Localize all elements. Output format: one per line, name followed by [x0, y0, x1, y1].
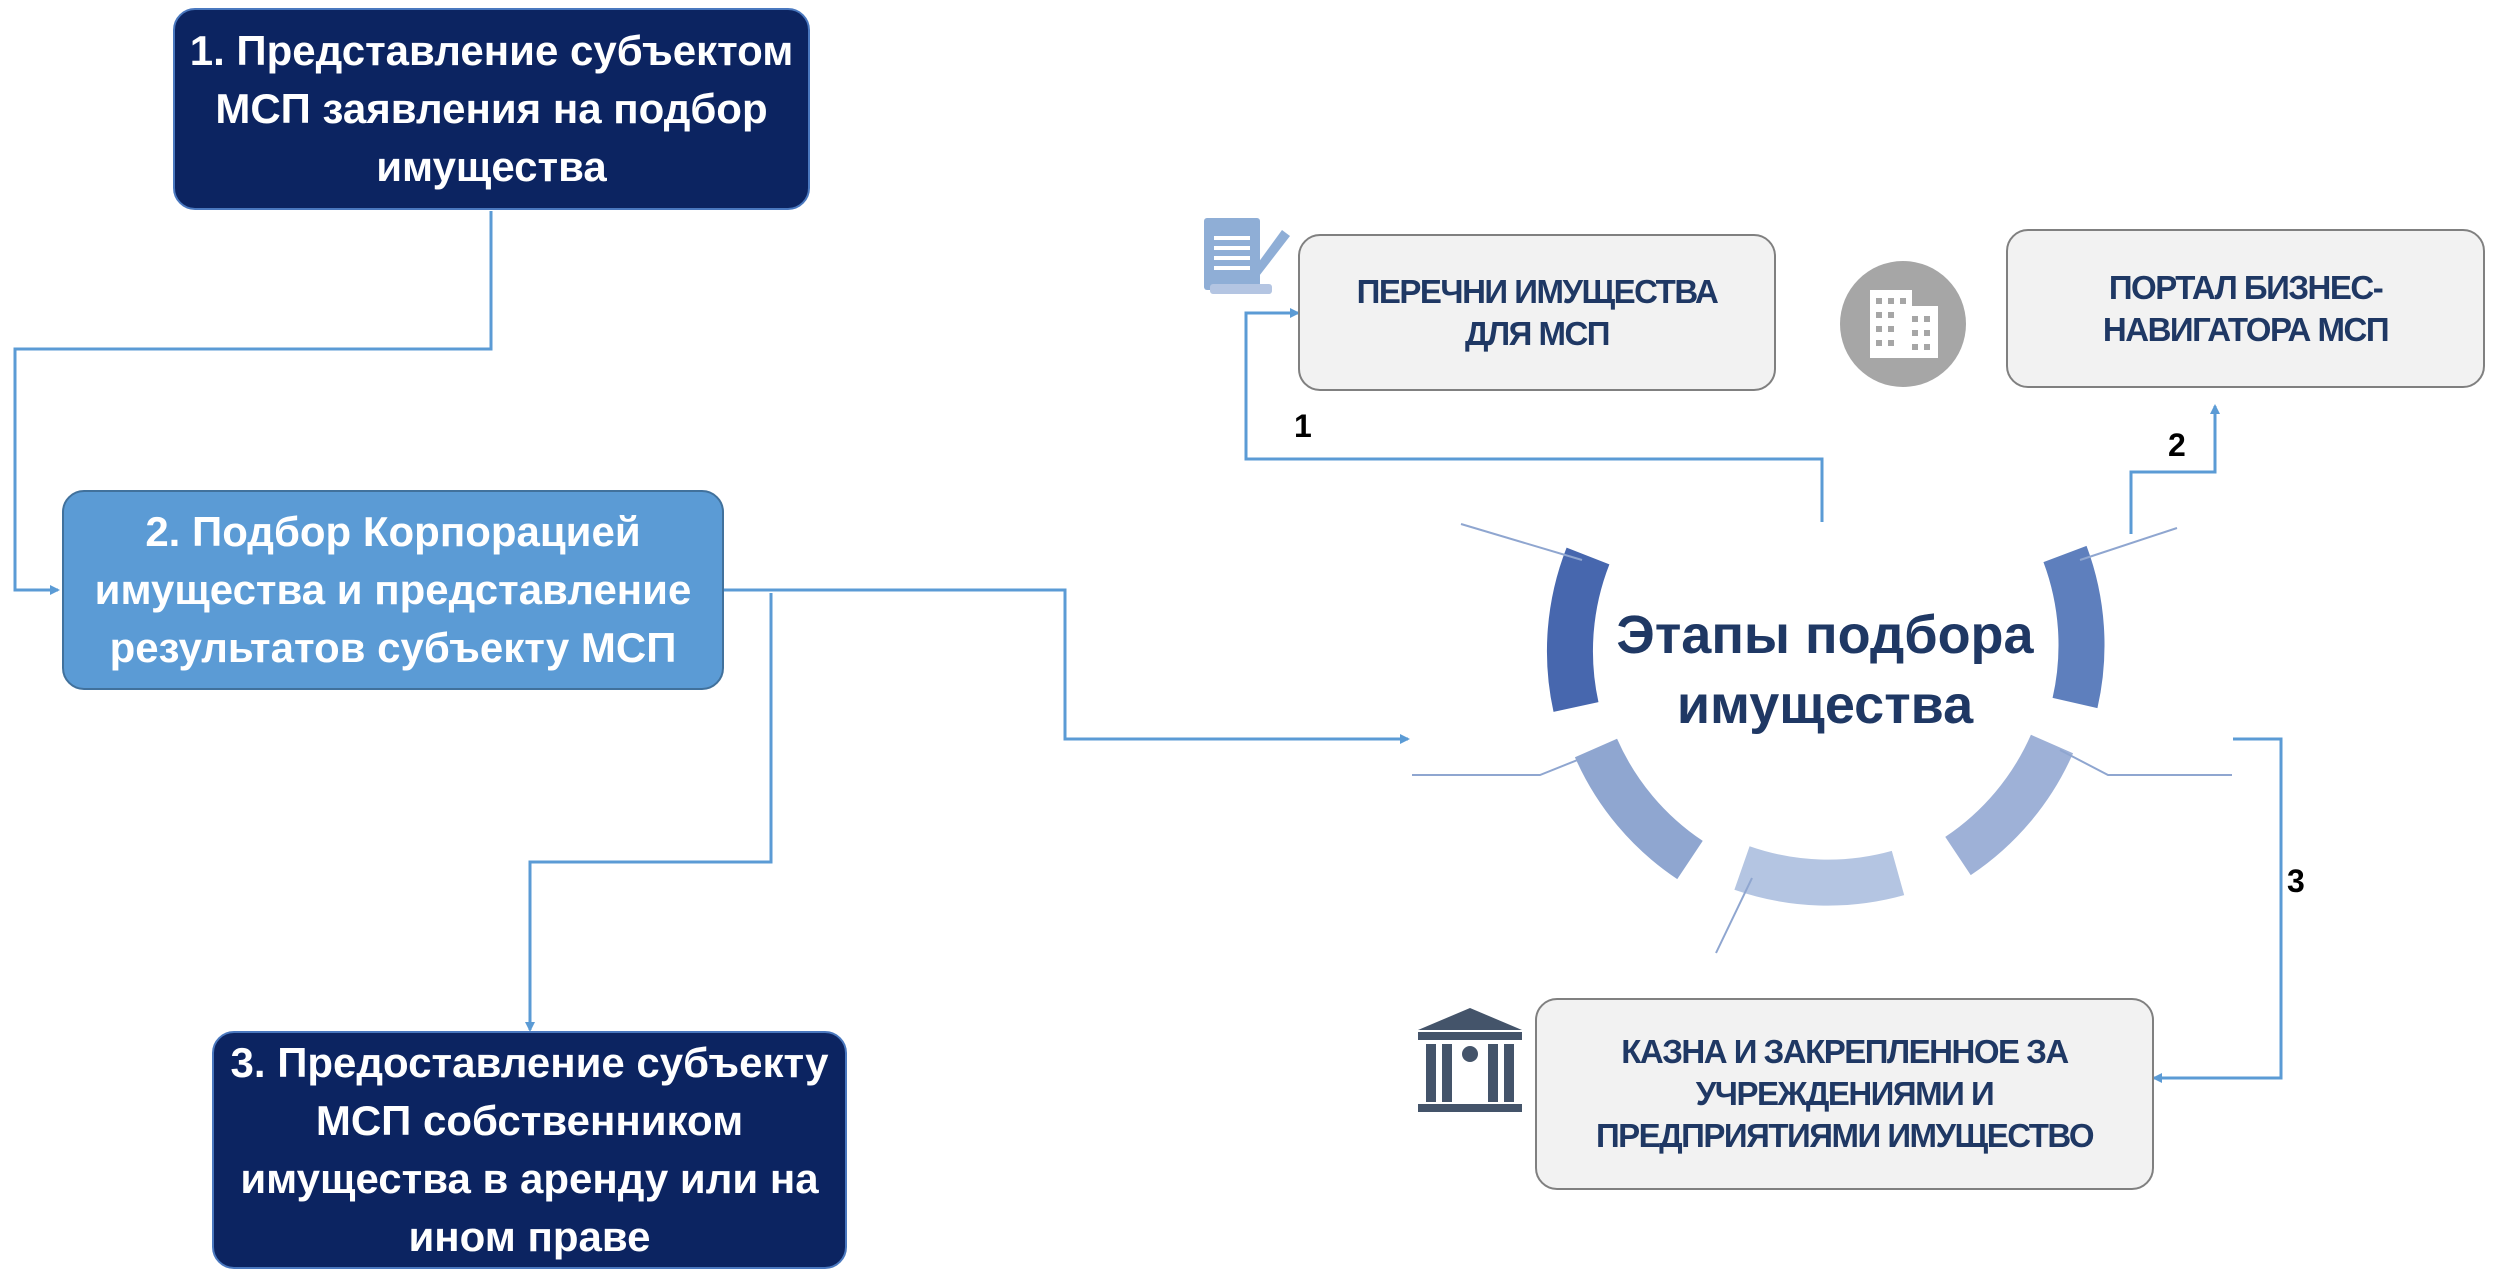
step-3-box: 3. Предоставление субъекту МСП собственн… — [212, 1031, 847, 1269]
center-ring — [1546, 545, 2105, 906]
connector-number-3: 3 — [2287, 863, 2305, 899]
document-pen-icon — [1204, 218, 1290, 294]
source-1-label: ПЕРЕЧНИ ИМУЩЕСТВА ДЛЯ МСП — [1356, 272, 1719, 352]
connector-number-1: 1 — [1294, 408, 1312, 444]
ring-segment-upper-right — [2043, 545, 2105, 709]
source-2-label: ПОРТАЛ БИЗНЕС- НАВИГАТОРА МСП — [2102, 268, 2390, 348]
source-3-box: КАЗНА И ЗАКРЕПЛЕННОЕ ЗА УЧРЕЖДЕНИЯМИ И П… — [1535, 998, 2154, 1190]
step-2-label: 2. Подбор Корпорацией имущества и предст… — [94, 508, 692, 671]
government-building-icon — [1418, 1008, 1522, 1112]
step-2-box: 2. Подбор Корпорацией имущества и предст… — [62, 490, 724, 690]
source-2-box: ПОРТАЛ БИЗНЕС- НАВИГАТОРА МСП — [2006, 229, 2485, 388]
ring-segment-lower-left — [1574, 738, 1704, 880]
source-1-box: ПЕРЕЧНИ ИМУЩЕСТВА ДЛЯ МСП — [1298, 234, 1776, 391]
ring-segment-lower-right — [1944, 734, 2074, 876]
connector-center-to-source2 — [2129, 404, 2220, 534]
connector-center-to-source1 — [1244, 308, 1824, 522]
ring-segment-upper-left — [1546, 547, 1610, 712]
connector-center-to-source3 — [2152, 737, 2283, 1083]
connector-step1-to-step2 — [13, 211, 493, 595]
ring-segment-bottom — [1734, 846, 1905, 906]
step-3-label: 3. Предоставление субъекту МСП собственн… — [230, 1039, 829, 1260]
step-1-box: 1. Представление субъектом МСП заявления… — [173, 8, 810, 210]
source-3-label: КАЗНА И ЗАКРЕПЛЕННОЕ ЗА УЧРЕЖДЕНИЯМИ И П… — [1595, 1033, 2095, 1154]
ring-leader-lines — [1412, 523, 2232, 954]
connector-number-2: 2 — [2168, 427, 2186, 463]
connector-step2-to-step3 — [525, 593, 773, 1032]
step-1-label: 1. Представление субъектом МСП заявления… — [189, 27, 794, 190]
connector-step2-to-center — [724, 588, 1410, 744]
center-title: Этапы подбора имущества — [1616, 605, 2034, 735]
office-building-icon — [1840, 261, 1966, 387]
